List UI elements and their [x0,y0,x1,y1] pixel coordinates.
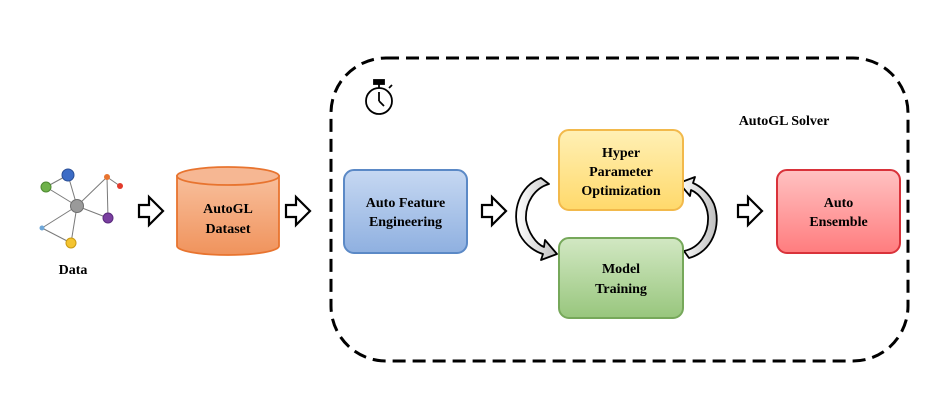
curved-arrow-right [678,176,718,259]
solver-title: AutoGL Solver [739,114,830,129]
hpo-label-line2: Parameter [589,165,653,180]
feature-label-line2: Engineering [369,215,442,230]
hpo-label-line3: Optimization [581,184,661,199]
auto-ensemble-box: Auto Ensemble [776,169,901,254]
training-label-line1: Model [602,262,640,277]
arrow-right-icon [736,194,764,228]
autogl-solver-container [329,56,910,363]
ensemble-label-line2: Ensemble [809,215,867,230]
arrow-right-icon [480,194,508,228]
curved-arrow-left [515,177,558,261]
arrow-right-icon [137,194,165,228]
arrow-right-icon [284,194,312,228]
data-label: Data [59,263,88,278]
auto-feature-engineering-box: Auto Feature Engineering [343,169,468,254]
model-training-box: Model Training [558,237,684,319]
hpo-label-line1: Hyper [602,146,640,161]
stopwatch-icon [365,79,393,115]
hyper-parameter-optimization-box: Hyper Parameter Optimization [558,129,684,211]
dataset-label-line1: AutoGL [203,202,253,217]
training-label-line2: Training [595,282,647,297]
graph-network-icon [39,168,123,249]
feature-label-line1: Auto Feature [366,196,445,211]
dataset-label-line2: Dataset [205,222,250,237]
autogl-dataset-cylinder: AutoGL Dataset [176,166,280,256]
ensemble-label-line1: Auto [824,196,854,211]
